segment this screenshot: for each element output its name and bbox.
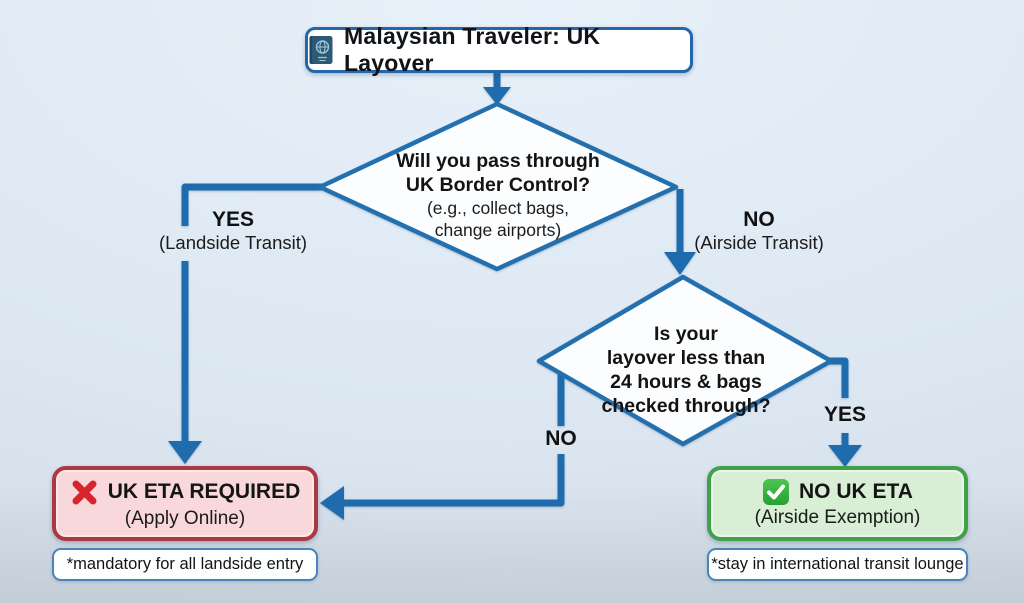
arrowhead-into-decision1 <box>483 87 511 105</box>
branch-no2-main: NO <box>545 427 577 450</box>
branch-yes1-main: YES <box>211 208 255 231</box>
connector-yes1-upper <box>181 183 330 226</box>
branch-yes2-label: YES <box>813 403 877 427</box>
start-node: Malaysian Traveler: UK Layover <box>305 23 693 76</box>
outcome-eta-required: UK ETA REQUIRED (Apply Online) <box>52 466 318 541</box>
cross-mark-icon <box>70 478 99 507</box>
decision2-question: Is your layover less than 24 hours & bag… <box>601 323 771 417</box>
arrowhead-yes2-into-exempt <box>828 445 862 467</box>
outcome-exempt-title: NO UK ETA <box>799 480 913 503</box>
decision2-diamond <box>536 274 834 447</box>
branch-no1-label: NO (Airside Transit) <box>660 208 858 254</box>
branch-no1-sub: (Airside Transit) <box>694 232 824 253</box>
connector-yes2-upper <box>826 357 849 398</box>
branch-yes1-sub: (Landside Transit) <box>158 232 308 253</box>
note-airside: *stay in international transit lounge <box>707 548 968 581</box>
check-mark-icon <box>762 478 790 506</box>
passport-icon <box>308 35 334 65</box>
decision1-hint: (e.g., collect bags, change airports) <box>426 198 570 240</box>
arrowhead-no1-into-decision2 <box>664 252 696 275</box>
branch-no1-main: NO <box>743 208 775 231</box>
branch-yes2-main: YES <box>823 403 867 426</box>
arrowhead-no2-into-required <box>320 486 344 520</box>
branch-no2-label: NO <box>532 427 590 451</box>
decision1-question: Will you pass through UK Border Control? <box>396 150 600 196</box>
outcome-no-eta: NO UK ETA (Airside Exemption) <box>707 466 968 541</box>
decision1-diamond <box>317 101 679 272</box>
start-label: Malaysian Traveler: UK Layover <box>344 23 601 76</box>
decision2-text: Is your layover less than 24 hours & bag… <box>571 322 801 418</box>
branch-yes1-label: YES (Landside Transit) <box>126 208 340 254</box>
note-landside: *mandatory for all landside entry <box>52 548 318 581</box>
decision1-text: Will you pass through UK Border Control?… <box>350 149 646 241</box>
connector-no2-lower <box>344 454 565 507</box>
outcome-required-subtitle: (Apply Online) <box>124 507 246 529</box>
outcome-exempt-subtitle: (Airside Exemption) <box>754 507 921 528</box>
outcome-required-title: UK ETA REQUIRED <box>107 480 301 503</box>
arrowhead-yes1-into-required <box>168 441 202 464</box>
